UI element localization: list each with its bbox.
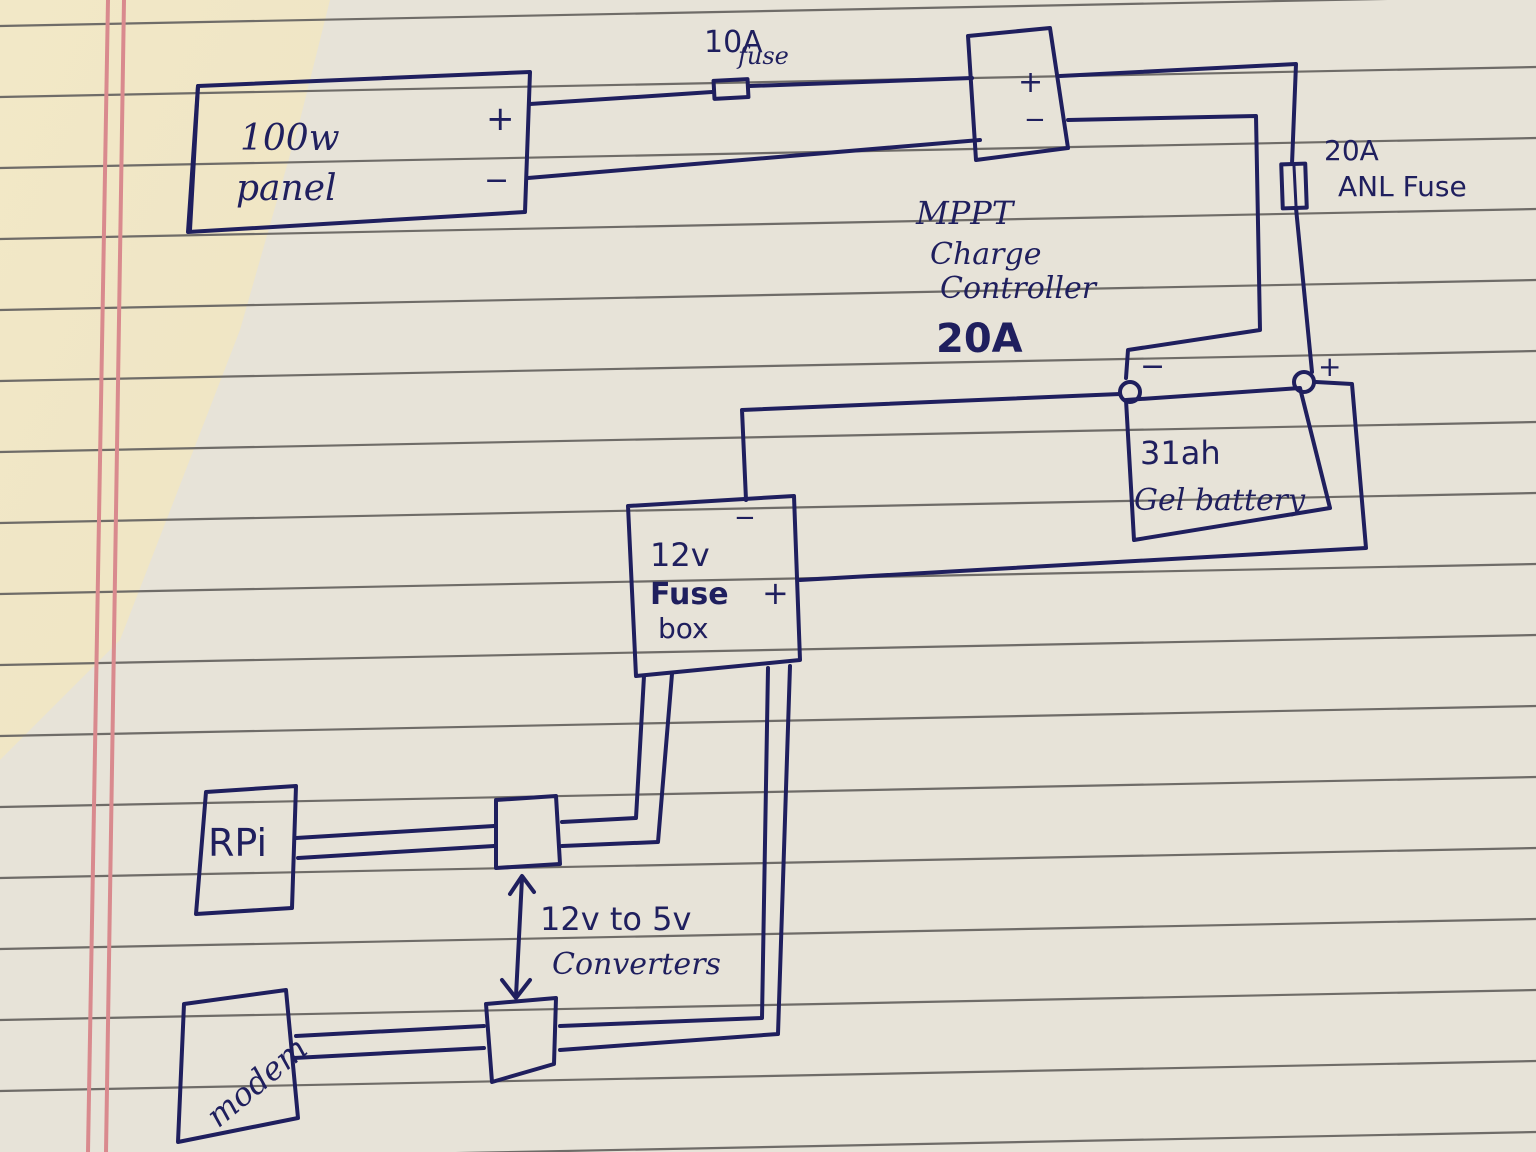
wire-fuse-box-to-modem-converter-2 bbox=[558, 664, 792, 1052]
fuse-box-plus: + bbox=[762, 574, 789, 612]
ruled-line bbox=[0, 562, 1536, 596]
battery-minus-terminal bbox=[1118, 380, 1142, 404]
wire-anl-fuse-to-battery-plus bbox=[1294, 206, 1314, 374]
wire-modem-converter-1 bbox=[294, 1024, 486, 1038]
ruled-line bbox=[0, 491, 1536, 525]
wire-rpi-converter-2 bbox=[296, 844, 496, 860]
charge-controller-label-1: MPPT bbox=[915, 194, 1016, 232]
solar-panel-plus: + bbox=[486, 99, 515, 139]
rpi-label: RPi bbox=[208, 821, 267, 865]
wire-rpi-converter-1 bbox=[294, 824, 496, 840]
solar-panel-label-1: 100w bbox=[240, 118, 340, 159]
ruled-line bbox=[0, 278, 1536, 312]
fuse-box-minus: − bbox=[734, 503, 756, 533]
battery-minus-sign: − bbox=[1140, 349, 1165, 384]
battery-label-1: 31ah bbox=[1140, 434, 1221, 472]
inline-fuse-label: 10A fuse bbox=[704, 25, 789, 70]
fuse-box-label-1: 12v bbox=[650, 536, 710, 574]
converters-label-1: 12v to 5v bbox=[540, 900, 691, 938]
converter-modem bbox=[484, 996, 558, 1084]
ruled-line bbox=[0, 136, 1536, 170]
ruled-line bbox=[0, 0, 1388, 28]
converter-rpi bbox=[494, 794, 562, 870]
ruled-line bbox=[0, 207, 1536, 241]
converters-annotation: 12v to 5v Converters bbox=[500, 874, 721, 1000]
anl-fuse-label: 20A ANL Fuse bbox=[1324, 134, 1467, 203]
battery-box bbox=[1124, 386, 1332, 542]
ruled-line bbox=[455, 1130, 1536, 1152]
ruled-line bbox=[0, 988, 1536, 1022]
charge-controller-box bbox=[966, 26, 1070, 162]
wire-fuse-box-to-modem-converter-1 bbox=[558, 666, 770, 1028]
charge-controller-label-4: 20A bbox=[936, 316, 1023, 362]
anl-fuse-label-2: ANL Fuse bbox=[1338, 170, 1467, 203]
rpi: RPi bbox=[194, 784, 298, 916]
converters-label-2: Converters bbox=[552, 947, 721, 982]
wire-panel-minus-to-controller bbox=[526, 138, 982, 180]
solar-panel: 100w panel + − bbox=[186, 70, 532, 234]
inline-fuse-label-2: fuse bbox=[736, 42, 789, 70]
ruled-line bbox=[0, 633, 1536, 667]
ruled-line bbox=[0, 917, 1536, 951]
ruled-line bbox=[0, 846, 1536, 880]
wire-fuse-box-to-rpi-converter-1 bbox=[560, 674, 646, 824]
charge-controller-plus: + bbox=[1018, 65, 1043, 100]
charge-controller-label-3: Controller bbox=[940, 271, 1098, 306]
charge-controller-minus: − bbox=[1024, 105, 1046, 135]
rpi-box bbox=[194, 784, 298, 916]
wire-battery-plus-to-fuse-box bbox=[798, 380, 1368, 582]
anl-fuse-label-1: 20A bbox=[1324, 134, 1379, 167]
arrow-head-down-icon bbox=[500, 978, 532, 1000]
fuse-box-label-2: Fuse bbox=[650, 577, 729, 612]
solar-panel-edge bbox=[188, 84, 200, 232]
solar-panel-label-2: panel bbox=[236, 168, 337, 209]
wire-fuse-to-controller bbox=[748, 76, 974, 88]
battery: − + 31ah Gel battery bbox=[1118, 349, 1341, 542]
battery-plus-sign: + bbox=[1318, 350, 1341, 383]
charge-controller: + − MPPT Charge Controller 20A bbox=[915, 26, 1098, 362]
fuse-box: − + 12v Fuse box bbox=[626, 494, 802, 678]
ruled-line bbox=[0, 1059, 1536, 1093]
arrow-head-up-icon bbox=[508, 874, 536, 896]
ruled-line bbox=[0, 349, 1536, 383]
inline-fuse-label-1: 10A bbox=[704, 25, 763, 60]
anl-fuse-element bbox=[1292, 164, 1298, 208]
wire-controller-minus-to-battery bbox=[1066, 114, 1262, 380]
wire-battery-minus-to-fuse-box bbox=[740, 392, 1122, 502]
wire-panel-plus-to-fuse bbox=[528, 90, 714, 106]
wire-fuse-box-to-rpi-converter-2 bbox=[560, 672, 674, 848]
battery-label-2: Gel battery bbox=[1134, 483, 1306, 518]
ruled-line bbox=[0, 420, 1536, 454]
modem-box bbox=[176, 988, 300, 1144]
double-arrow-shaft bbox=[514, 876, 524, 998]
wire-modem-converter-2 bbox=[292, 1046, 486, 1060]
sunlight-patch bbox=[0, 0, 330, 760]
inline-fuse-symbol bbox=[711, 77, 751, 101]
fuse-box-label-3: box bbox=[658, 612, 709, 645]
charge-controller-label-2: Charge bbox=[930, 237, 1041, 272]
ruled-line bbox=[0, 775, 1536, 809]
margin-line-left bbox=[86, 0, 110, 1152]
fuse-box-outline bbox=[626, 494, 802, 678]
ruled-line bbox=[0, 65, 1536, 99]
solar-panel-minus: − bbox=[484, 163, 509, 198]
wire-controller-plus bbox=[1058, 62, 1298, 166]
margin-line-right bbox=[104, 0, 126, 1152]
